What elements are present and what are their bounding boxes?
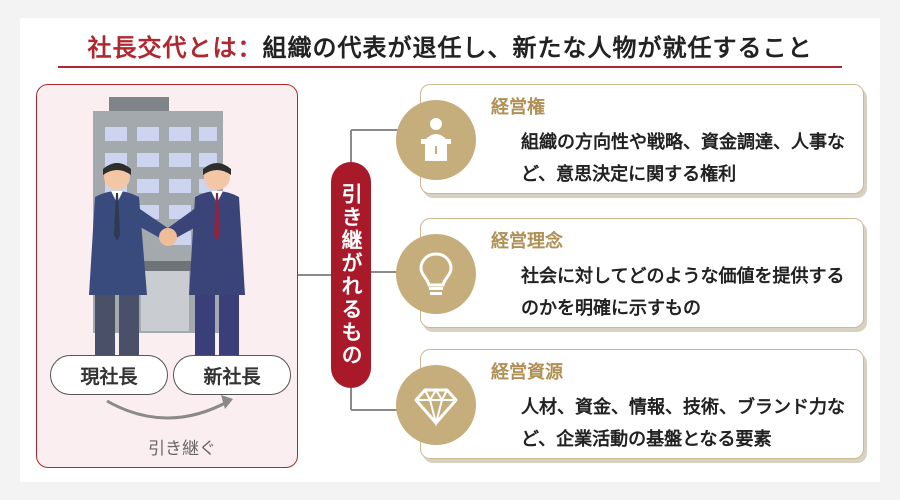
handover-label: 引き継ぐ bbox=[148, 439, 216, 459]
card-management-rights: 経営権 組織の方向性や戦略、資金調達、人事など、意思決定に関する権利 bbox=[420, 84, 864, 194]
handshake-hands bbox=[159, 228, 177, 246]
podium-speaker-icon bbox=[396, 100, 476, 180]
handover-arrow bbox=[106, 399, 230, 420]
title-accent: 社長交代とは： bbox=[87, 34, 263, 62]
card-title: 経営権 bbox=[491, 97, 545, 118]
handshake-panel bbox=[36, 84, 298, 468]
inherited-items-label: 引き継がれるもの bbox=[331, 162, 371, 388]
current-ceo-label: 現社長 bbox=[50, 355, 168, 395]
card-title: 経営資源 bbox=[491, 362, 563, 383]
card-management-resources: 経営資源 人材、資金、情報、技術、ブランド力など、企業活動の基盤となる要素 bbox=[420, 349, 864, 459]
card-desc: 社会に対してどのような価値を提供するのかを明確に示すもの bbox=[521, 266, 845, 319]
title-underline bbox=[58, 66, 842, 68]
arrow-head-icon bbox=[221, 395, 233, 409]
card-desc: 組織の方向性や戦略、資金調達、人事など、意思決定に関する権利 bbox=[521, 132, 845, 185]
card-desc: 人材、資金、情報、技術、ブランド力など、企業活動の基盤となる要素 bbox=[521, 397, 845, 450]
card-title: 経営理念 bbox=[491, 231, 563, 252]
lightbulb-icon bbox=[396, 234, 476, 314]
new-ceo-label: 新社長 bbox=[173, 355, 291, 395]
diamond-icon bbox=[396, 365, 476, 445]
page-title: 社長交代とは：組織の代表が退任し、新たな人物が就任すること bbox=[0, 28, 900, 63]
card-management-philosophy: 経営理念 社会に対してどのような価値を提供するのかを明確に示すもの bbox=[420, 218, 864, 328]
title-rest: 組織の代表が退任し、新たな人物が就任すること bbox=[262, 34, 813, 62]
